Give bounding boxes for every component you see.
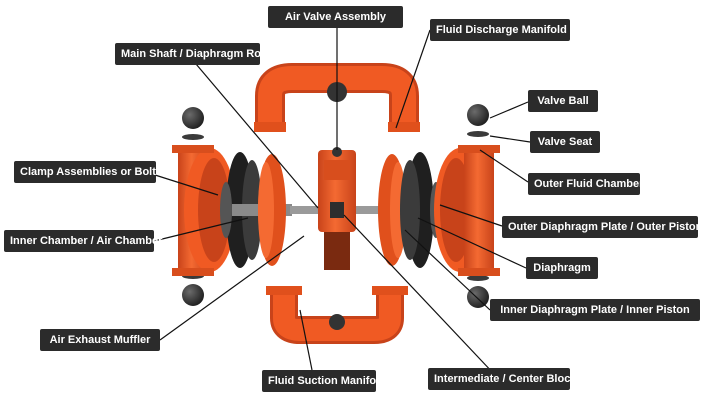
label-inner-chamber: Inner Chamber / Air Chamber <box>4 230 162 252</box>
label-valve-seat: Valve Seat <box>530 131 600 153</box>
right-valve-parts <box>467 104 489 308</box>
label-fluid-discharge-manifold: Fluid Discharge Manifold <box>430 19 570 41</box>
label-outer-fluid-chamber: Outer Fluid Chamber <box>528 173 643 195</box>
right-diaphragm-assembly <box>400 152 442 268</box>
label-outer-diaphragm-plate: Outer Diaphragm Plate / Outer Piston <box>502 216 702 238</box>
label-intermediate-block: Intermediate / Center Block <box>428 368 576 390</box>
label-inner-diaphragm-plate: Inner Diaphragm Plate / Inner Piston <box>490 299 700 321</box>
right-outer-fluid-chamber <box>434 145 500 276</box>
label-valve-ball: Valve Ball <box>528 90 598 112</box>
label-air-valve-assembly: Air Valve Assembly <box>268 6 403 28</box>
fluid-suction-manifold-part <box>266 286 408 344</box>
left-outer-fluid-chamber <box>172 145 236 276</box>
center-block-part <box>318 147 356 270</box>
left-inner-chamber <box>258 154 286 266</box>
label-air-exhaust-muffler: Air Exhaust Muffler <box>40 329 160 351</box>
label-fluid-suction-manifold: Fluid Suction Manifold <box>262 370 386 392</box>
leader-lines <box>149 28 531 376</box>
label-diaphragm: Diaphragm <box>526 257 598 279</box>
label-main-shaft: Main Shaft / Diaphragm Rod <box>115 43 268 65</box>
label-clamp-assemblies: Clamp Assemblies or Bolts <box>14 161 162 183</box>
left-diaphragm-assembly <box>220 152 292 268</box>
